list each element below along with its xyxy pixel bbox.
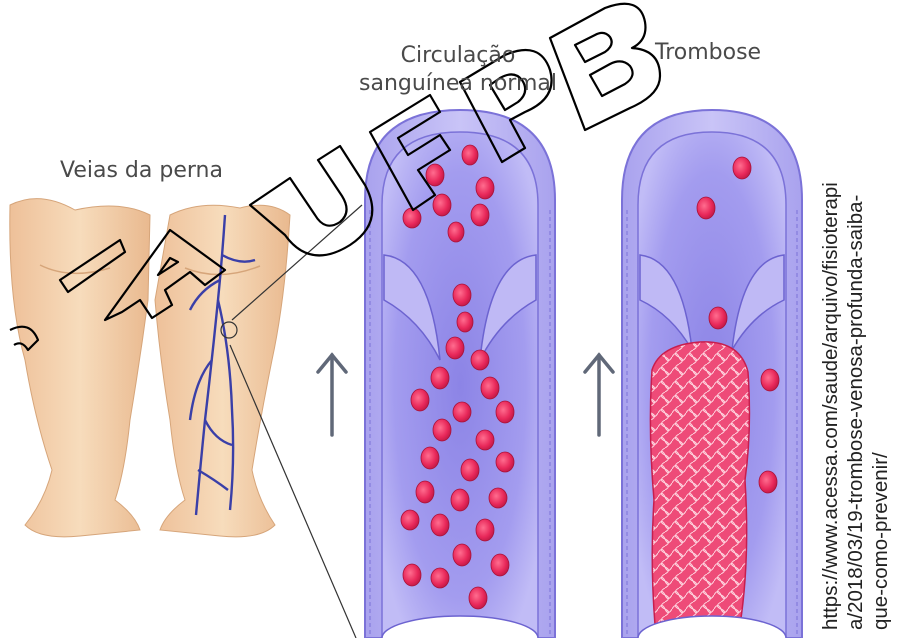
source-url-line2: a/2018/03/19-trombose-venosa-profunda-sa… xyxy=(843,90,868,630)
up-arrow-icon xyxy=(585,355,613,435)
normal-circulation-line2: sanguínea normal xyxy=(338,70,578,98)
leg-veins-label: Veias da perna xyxy=(60,158,223,184)
legs-illustration xyxy=(10,199,290,537)
normal-circulation-label: Circulação sanguínea normal xyxy=(338,42,578,98)
up-arrow-icon xyxy=(318,355,346,435)
normal-circulation-line1: Circulação xyxy=(338,42,578,70)
source-url-line1: https://www.acessa.com/saude/arquivo/fis… xyxy=(818,90,843,630)
thrombosis-label: Trombose xyxy=(655,40,761,66)
source-url: https://www.acessa.com/saude/arquivo/fis… xyxy=(818,90,893,630)
blood-clot xyxy=(650,342,749,625)
source-url-line3: que-como-prevenir/ xyxy=(868,90,893,630)
